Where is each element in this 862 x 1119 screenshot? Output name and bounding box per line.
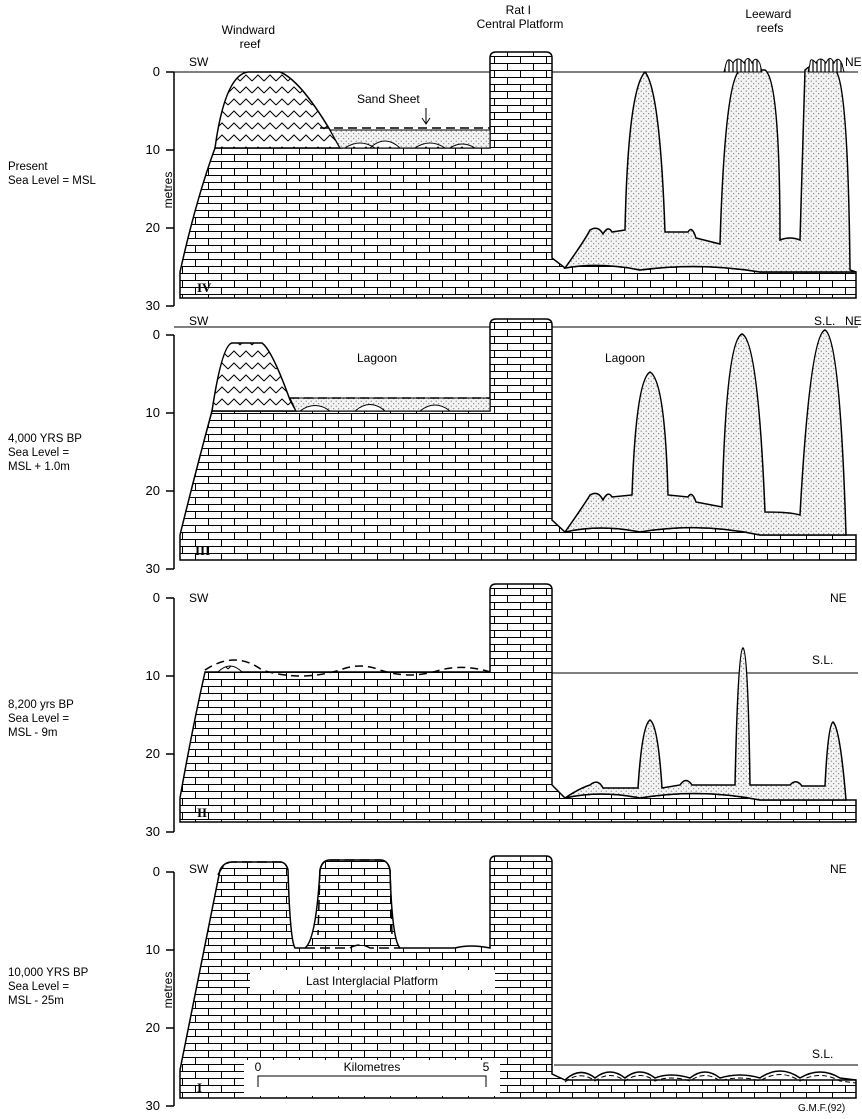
scale-bar-box: [244, 1060, 500, 1096]
stage-caption-10000-bp: 10,000 YRS BP Sea Level = MSL - 25m: [8, 966, 88, 1008]
lagoon-label: Lagoon: [357, 351, 397, 365]
tick-30: 30: [146, 298, 160, 313]
lagoon-label: Lagoon: [605, 351, 645, 365]
sea-level-label: S.L.: [812, 653, 833, 667]
panel-8200-bp: 0 10 20 30 II SW NE S.L.: [146, 583, 858, 839]
tick-10: 10: [146, 142, 160, 157]
ne-label: NE: [845, 314, 862, 328]
sw-label: SW: [189, 55, 209, 69]
stage-numeral: I: [197, 1080, 202, 1095]
tick-30: 30: [146, 1098, 160, 1113]
leeward-reefs-label: Leeward reefs: [745, 7, 794, 35]
windward-reef-body: [214, 71, 342, 149]
sand-fill: [563, 64, 857, 273]
tick-20: 20: [146, 483, 160, 498]
caption-line: MSL - 25m: [8, 995, 64, 1007]
caption-line: Present: [8, 161, 48, 173]
scale-end: 5: [483, 1060, 490, 1074]
sw-label: SW: [189, 591, 209, 605]
patch-reefs: [298, 404, 452, 412]
panel-10000-bp: 0 10 20 30 metres Last Interglacial Plat…: [146, 855, 858, 1113]
panel-present: 0 10 20 30 metres IV SW NE Sand Sheet: [146, 51, 862, 313]
patch-reefs: [216, 665, 244, 673]
windward-reef-body: [211, 342, 298, 412]
caption-line: 4,000 YRS BP: [8, 433, 82, 445]
windward-reef-label: Windward reef: [222, 23, 279, 51]
tick-30: 30: [146, 824, 160, 839]
author-credit: G.M.F.(92): [798, 1103, 846, 1114]
tick-30: 30: [146, 561, 160, 576]
tick-20: 20: [146, 746, 160, 761]
sand-fill: [564, 647, 847, 801]
tick-0: 0: [153, 64, 160, 79]
ne-label: NE: [830, 862, 847, 876]
y-axis-label: metres: [161, 972, 175, 1009]
tick-10: 10: [146, 668, 160, 683]
scale-start: 0: [255, 1060, 262, 1074]
platform-label-bg: [250, 970, 495, 990]
tick-0: 0: [153, 327, 160, 342]
sea-level-label: S.L.: [814, 314, 835, 328]
tick-0: 0: [153, 864, 160, 879]
caption-line: Sea Level =: [8, 447, 70, 459]
tick-10: 10: [146, 405, 160, 420]
panel-4000-bp: 0 10 20 30 III SW NE S.L. Lagoon Lagoon: [146, 314, 862, 576]
stage-caption-present: Present Sea Level = MSL: [8, 160, 96, 188]
last-interglacial-platform-label: Last Interglacial Platform: [306, 974, 438, 988]
depth-axis: [166, 71, 175, 307]
tick-0: 0: [153, 590, 160, 605]
sw-label: SW: [189, 314, 209, 328]
caption-line: MSL + 1.0m: [8, 461, 70, 473]
leeward-line-2: reefs: [757, 21, 784, 35]
stage-caption-8200-bp: 8,200 yrs BP Sea Level = MSL - 9m: [8, 698, 74, 740]
windward-line-1: Windward: [222, 23, 275, 37]
eroded-platform-outline: [217, 859, 400, 949]
sea-level-label: S.L.: [812, 1047, 833, 1061]
tick-20: 20: [146, 1020, 160, 1035]
surface-relief: [564, 1070, 857, 1081]
central-platform-label: Rat I Central Platform: [477, 3, 564, 31]
scale-bar: [257, 1075, 487, 1087]
y-axis-label: metres: [161, 172, 175, 209]
ne-label: NE: [830, 591, 847, 605]
surface-relief-dashed: [564, 1074, 857, 1084]
caption-line: Sea Level =: [8, 981, 70, 993]
tick-10: 10: [146, 942, 160, 957]
depth-axis: [166, 871, 175, 1107]
stage-numeral: IV: [197, 280, 212, 295]
sw-label: SW: [189, 862, 209, 876]
patch-reefs: [343, 140, 477, 149]
stage-numeral: III: [195, 543, 210, 558]
depth-axis: [166, 597, 175, 833]
caption-line: 8,200 yrs BP: [8, 699, 74, 711]
caption-line: Sea Level =: [8, 713, 70, 725]
stage-numeral: II: [197, 805, 207, 820]
tick-20: 20: [146, 220, 160, 235]
sand-sheet-arrow: [421, 108, 431, 125]
platform-line-2: Central Platform: [477, 17, 564, 31]
leeward-line-1: Leeward: [745, 7, 791, 21]
scale-title: Kilometres: [344, 1060, 401, 1074]
depth-axis: [166, 334, 175, 570]
ne-label: NE: [845, 55, 862, 69]
windward-line-2: reef: [240, 37, 261, 51]
sand-fill: [563, 329, 847, 536]
caption-line: MSL - 9m: [8, 727, 58, 739]
reef-crest-caps: [723, 58, 845, 73]
caption-line: 10,000 YRS BP: [8, 967, 89, 979]
platform-line-1: Rat I: [506, 3, 531, 17]
stage-caption-4000-bp: 4,000 YRS BP Sea Level = MSL + 1.0m: [8, 432, 82, 474]
sand-sheet-label: Sand Sheet: [357, 92, 420, 106]
caption-line: Sea Level = MSL: [8, 175, 96, 187]
